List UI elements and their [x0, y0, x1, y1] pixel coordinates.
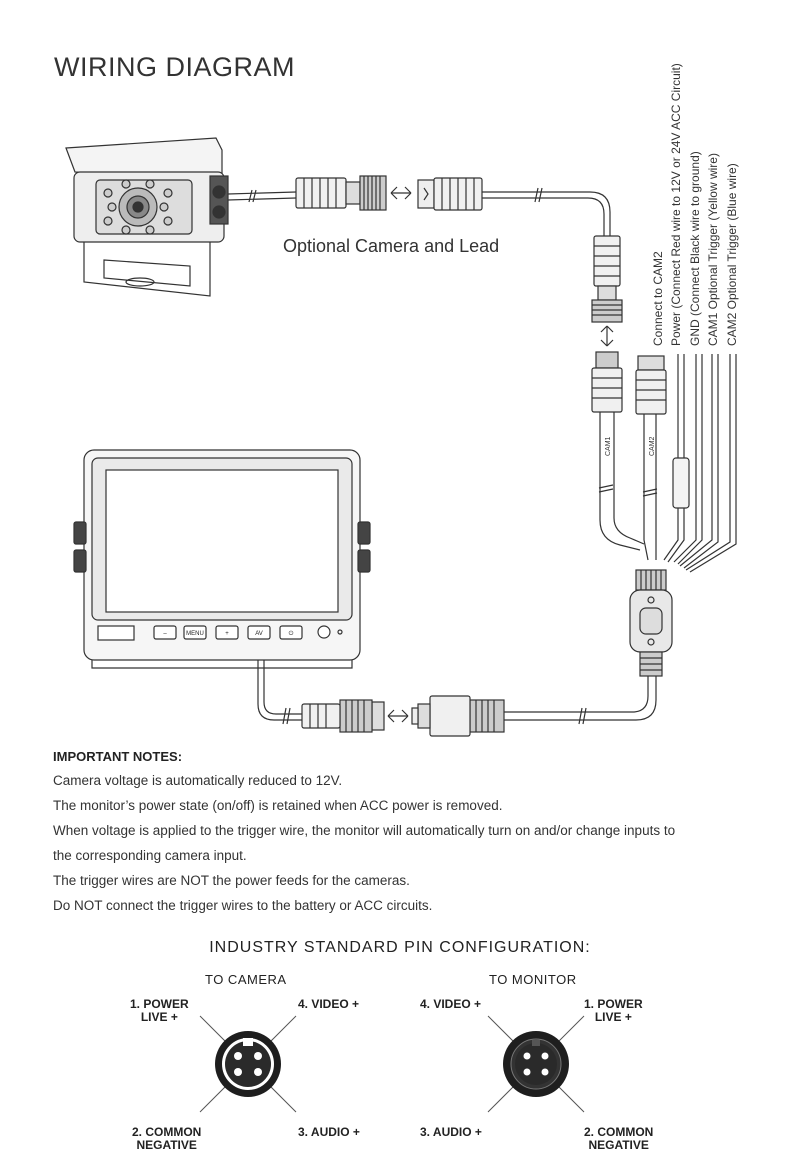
to-monitor-heading: TO MONITOR	[489, 972, 577, 987]
note-line: the corresponding camera input.	[53, 848, 247, 863]
power-wire	[663, 354, 690, 563]
cable-splitter	[629, 569, 673, 677]
pin-config-title: INDUSTRY STANDARD PIN CONFIGURATION:	[209, 939, 591, 956]
gnd-wire	[673, 354, 697, 563]
monitor-button-plus: +	[225, 631, 229, 637]
cam1-cable-tag: CAM1	[605, 436, 612, 456]
notes-heading: IMPORTANT NOTES:	[53, 749, 183, 764]
note-line: The trigger wires are NOT the power feed…	[53, 873, 410, 888]
wire-label-cam2-trigger: CAM2 Optional Trigger (Blue wire)	[725, 163, 739, 346]
cam1-trigger-wire	[679, 354, 713, 567]
note-line: Do NOT connect the trigger wires to the …	[53, 898, 433, 913]
camera-pin-4: 4. VIDEO +	[298, 997, 360, 1011]
monitor-button-power: ⏻	[289, 630, 294, 637]
monitor-pin-connector	[503, 1031, 569, 1097]
monitor-button-minus: –	[163, 631, 167, 637]
monitor-pin-3: 3. AUDIO +	[420, 1125, 482, 1139]
note-line: The monitor’s power state (on/off) is re…	[53, 798, 503, 813]
connection-arrow	[390, 186, 412, 200]
monitor-cable-connector-left	[301, 699, 385, 733]
wire-label-power: Power (Connect Red wire to 12V or 24V AC…	[669, 63, 683, 346]
camera-lead-connector-left	[295, 175, 387, 211]
note-line: Camera voltage is automatically reduced …	[53, 773, 343, 788]
monitor-pin-4: 4. VIDEO +	[420, 997, 482, 1011]
camera-pin-3: 3. AUDIO +	[298, 1125, 360, 1139]
to-camera-heading: TO CAMERA	[205, 972, 287, 987]
wire-label-cam2: Connect to CAM2	[651, 251, 665, 346]
optional-camera-label: Optional Camera and Lead	[283, 236, 500, 256]
wire-label-gnd: GND (Connect Black wire to ground)	[688, 151, 702, 346]
note-line: When voltage is applied to the trigger w…	[53, 823, 676, 838]
monitor-cable-connector-right	[411, 695, 505, 737]
cam2-trigger-wire	[685, 354, 731, 571]
camera-illustration	[65, 137, 229, 297]
cam2-cable-tag: CAM2	[649, 436, 656, 456]
cam1-connector	[591, 351, 645, 551]
monitor-illustration	[73, 449, 371, 669]
camera-lead-connector-right	[417, 177, 483, 211]
extension-lead-connector	[591, 235, 623, 323]
monitor-button-av: AV	[255, 631, 263, 637]
camera-pin-connector	[215, 1031, 281, 1097]
page-title: WIRING DIAGRAM	[54, 52, 295, 82]
monitor-button-menu: MENU	[186, 631, 204, 637]
important-notes: IMPORTANT NOTES: Camera voltage is autom…	[53, 749, 773, 918]
cam2-connector	[635, 355, 667, 561]
wire-label-cam1-trigger: CAM1 Optional Trigger (Yellow wire)	[706, 153, 720, 346]
